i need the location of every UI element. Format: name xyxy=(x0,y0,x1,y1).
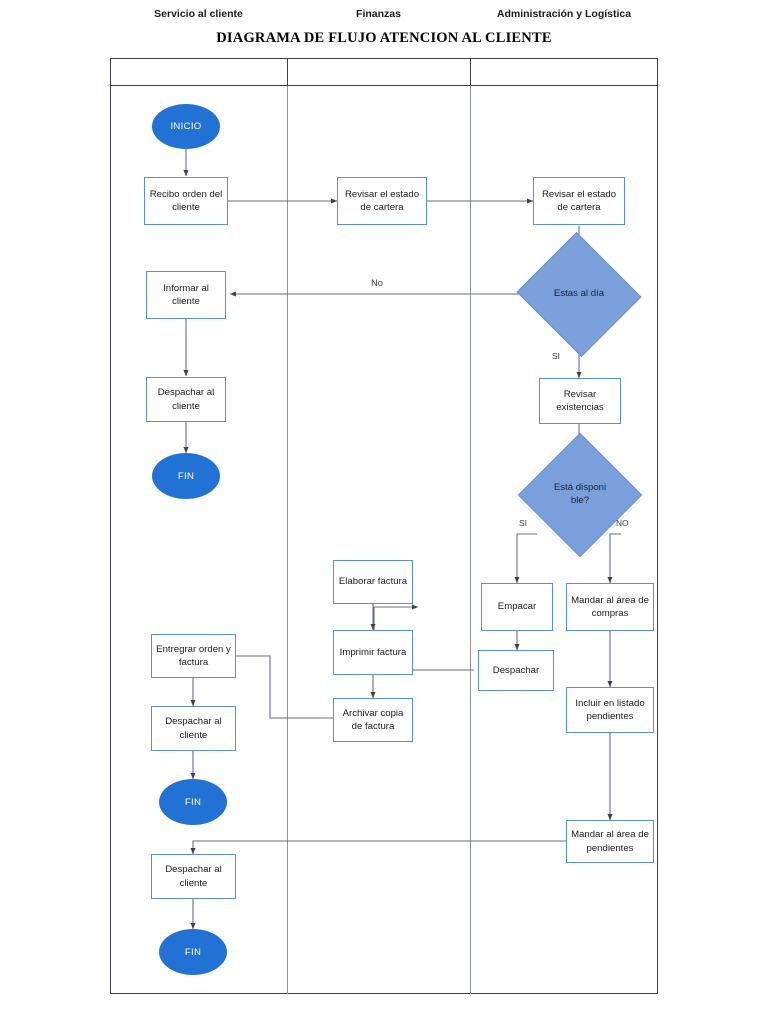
node-incluir-listado-label: Incluir en listado pendientes xyxy=(575,697,645,722)
node-revisar-cartera-admin[interactable]: Revisar el estado de cartera xyxy=(533,177,625,225)
node-despachar-label: Despachar xyxy=(492,664,540,676)
node-esta-disponible[interactable]: Está disponi ble? xyxy=(517,432,643,558)
node-despachar-cliente-1-label: Despachar al cliente xyxy=(157,387,215,412)
node-archivar-copia[interactable]: Archivar copia de factura xyxy=(333,698,413,742)
node-informar-cliente[interactable]: Informar al cliente xyxy=(146,271,226,319)
node-recibo-orden[interactable]: Recibo orden del cliente xyxy=(144,177,228,225)
node-empacar-label: Empacar xyxy=(497,601,537,613)
lane-header-servicio: Servicio al cliente xyxy=(154,8,243,20)
node-esta-disponible-label: Está disponi ble? xyxy=(553,482,607,506)
node-informar-cliente-label: Informar al cliente xyxy=(163,282,209,307)
lane-divider-head-1 xyxy=(287,58,289,86)
node-recibo-orden-label: Recibo orden del cliente xyxy=(149,188,223,213)
lane-header-admin: Administración y Logística xyxy=(496,8,632,20)
node-mandar-pendientes-label: Mandar al área de pendientes xyxy=(571,829,649,854)
node-elaborar-factura-label: Elaborar factura xyxy=(338,576,408,588)
node-imprimir-factura-label: Imprimir factura xyxy=(339,646,407,658)
node-revisar-existencias[interactable]: Revisar existencias xyxy=(539,378,621,424)
swimlane-frame xyxy=(110,58,658,994)
node-entregrar-orden[interactable]: Entregrar orden y factura xyxy=(151,634,236,678)
node-despachar-cliente-3[interactable]: Despachar al cliente xyxy=(151,854,236,899)
node-imprimir-factura[interactable]: Imprimir factura xyxy=(333,630,413,675)
node-revisar-cartera-finanzas-label: Revisar el estado de cartera xyxy=(344,188,420,213)
node-entregrar-orden-label: Entregrar orden y factura xyxy=(156,643,231,668)
edge-label-si-disponible: SI xyxy=(519,518,527,528)
node-despachar-cliente-2-label: Despachar al cliente xyxy=(165,716,222,741)
node-fin-3-label: FIN xyxy=(184,946,202,958)
lane-header-row xyxy=(110,58,658,86)
node-estas-al-dia-label: Estas al día xyxy=(553,288,605,300)
page-title: DIAGRAMA DE FLUJO ATENCION AL CLIENTE xyxy=(216,30,552,46)
node-despachar-cliente-2[interactable]: Despachar al cliente xyxy=(151,706,236,751)
node-archivar-copia-label: Archivar copia de factura xyxy=(342,707,404,732)
node-elaborar-factura[interactable]: Elaborar factura xyxy=(333,560,413,604)
node-despachar[interactable]: Despachar xyxy=(478,650,554,691)
lane-divider-1 xyxy=(287,86,289,994)
node-mandar-compras-label: Mandar al área de compras xyxy=(571,594,649,619)
node-empacar[interactable]: Empacar xyxy=(481,583,553,631)
node-despachar-cliente-3-label: Despachar al cliente xyxy=(165,864,222,889)
lane-divider-2 xyxy=(470,86,472,994)
lane-header-finanzas: Finanzas xyxy=(356,8,401,20)
node-estas-al-dia[interactable]: Estas al día xyxy=(516,231,642,358)
node-inicio-label: INICIO xyxy=(170,121,202,132)
edge-label-si-al-dia: SI xyxy=(552,351,560,361)
node-fin-2[interactable]: FIN xyxy=(159,779,227,825)
node-fin-2-label: FIN xyxy=(184,796,202,808)
node-incluir-listado[interactable]: Incluir en listado pendientes xyxy=(566,687,654,733)
lane-divider-head-2 xyxy=(470,58,472,86)
node-mandar-compras[interactable]: Mandar al área de compras xyxy=(566,583,654,631)
node-revisar-cartera-admin-label: Revisar el estado de cartera xyxy=(541,188,617,213)
node-despachar-cliente-1[interactable]: Despachar al cliente xyxy=(146,377,226,422)
node-inicio[interactable]: INICIO xyxy=(152,104,220,149)
node-fin-1-label: FIN xyxy=(177,470,195,482)
node-revisar-cartera-finanzas[interactable]: Revisar el estado de cartera xyxy=(337,177,427,225)
edge-label-no-cartera: No xyxy=(371,277,383,288)
node-revisar-existencias-label: Revisar existencias xyxy=(556,388,604,413)
node-fin-3[interactable]: FIN xyxy=(159,929,227,975)
edge-label-no-disponible: NO xyxy=(616,518,629,528)
node-mandar-pendientes[interactable]: Mandar al área de pendientes xyxy=(566,820,654,863)
node-fin-1[interactable]: FIN xyxy=(152,453,220,499)
